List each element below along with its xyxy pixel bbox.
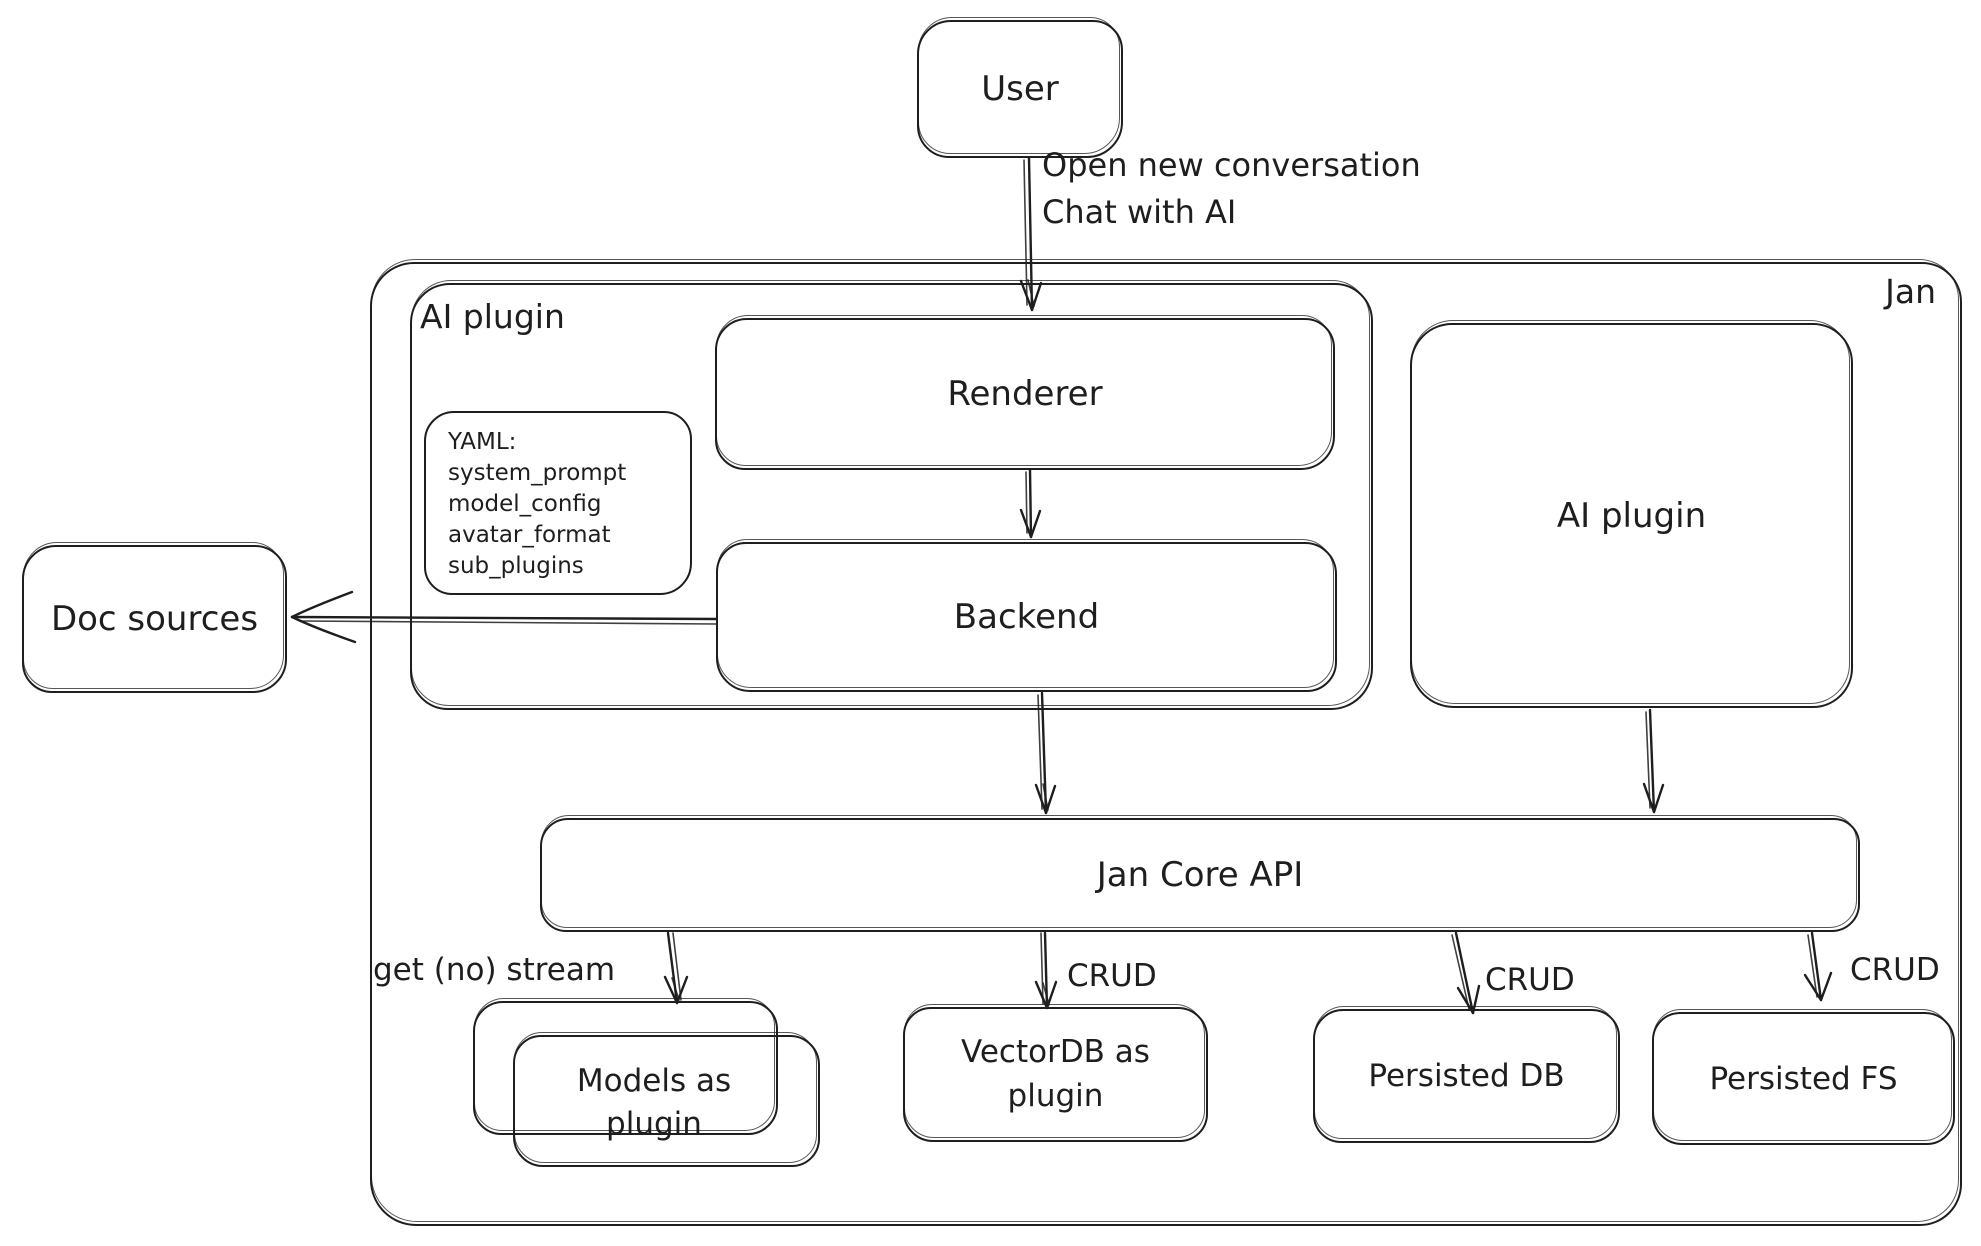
user-node: User [917,17,1123,158]
renderer-label: Renderer [947,374,1103,414]
yaml-note-text: YAML: system_prompt model_config avatar_… [426,413,690,582]
get-no-stream-edge-label: get (no) stream [373,952,616,988]
crud-vectordb-edge-label: CRUD [1067,958,1157,994]
models-as-plugin-label: Models as plugin [576,1062,732,1142]
persisted-fs-label: Persisted FS [1709,1060,1898,1097]
yaml-line: system_prompt [448,460,627,486]
doc-sources-label: Doc sources [50,599,259,639]
persisted-fs-node: Persisted FS [1652,1009,1955,1145]
yaml-line: model_config [448,491,602,517]
ai-plugin-right-label: AI plugin [1556,495,1707,536]
jan-container-label: Jan [1885,272,1936,311]
user-flow-edge-label-line2: Chat with AI [1042,193,1237,231]
backend-node: Backend [716,539,1337,692]
backend-label: Backend [953,597,1100,637]
jan-container: Jan [370,259,1962,1226]
doc-sources-node: Doc sources [22,542,287,693]
crud-persisted-fs-edge-label: CRUD [1850,952,1940,988]
vectordb-as-plugin-label: VectorDB as plugin [961,1034,1150,1114]
persisted-db-node: Persisted DB [1313,1006,1620,1143]
user-label: User [981,69,1059,109]
yaml-line: avatar_format [448,522,611,548]
yaml-note: YAML: system_prompt model_config avatar_… [424,411,692,595]
ai-plugin-right-node: AI plugin [1410,320,1853,708]
jan-core-api-label: Jan Core API [1096,855,1304,895]
jan-core-api-node: Jan Core API [540,815,1860,932]
ai-plugin-container: AI plugin [410,280,1373,710]
yaml-line: sub_plugins [448,553,584,579]
yaml-line: YAML: [448,429,517,455]
vectordb-as-plugin-node: VectorDB as plugin [903,1004,1208,1142]
user-flow-edge-label-line1: Open new conversation [1042,146,1421,184]
renderer-node: Renderer [715,315,1335,470]
user-flow-edge-label: Open new conversation Chat with AI [1042,142,1421,236]
crud-persisted-db-edge-label: CRUD [1485,962,1575,998]
ai-plugin-container-label: AI plugin [420,297,565,336]
persisted-db-label: Persisted DB [1368,1058,1565,1094]
